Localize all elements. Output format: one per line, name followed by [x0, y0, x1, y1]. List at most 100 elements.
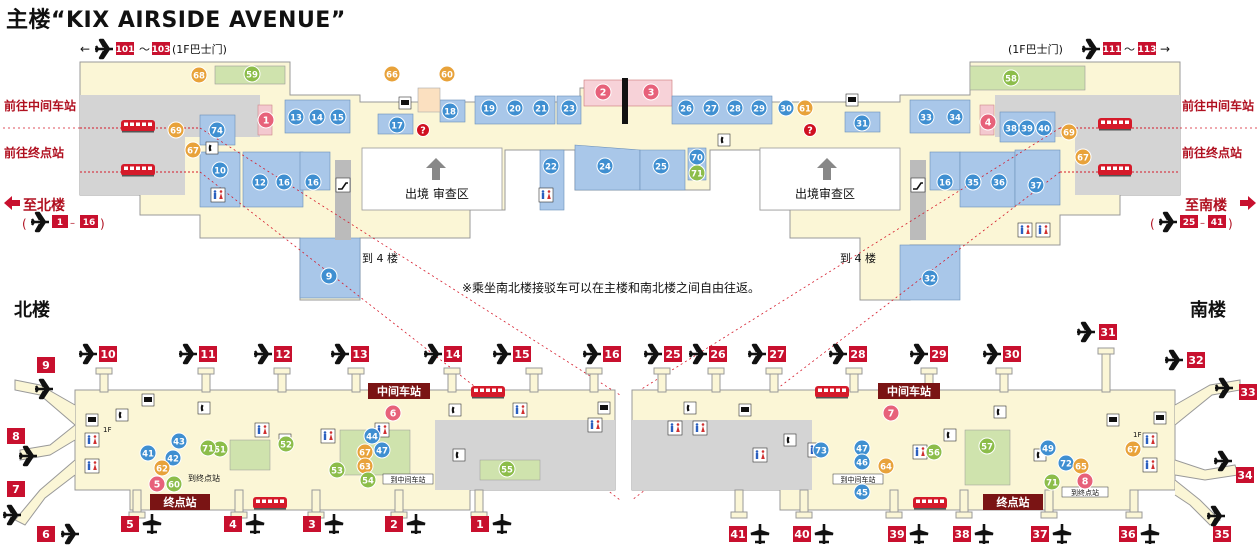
airplane-icon: [1075, 321, 1097, 343]
north-mid-station: 中间车站: [377, 384, 421, 398]
shop-pin-20: 20: [506, 99, 524, 117]
shop-pin-34: 34: [946, 108, 964, 126]
shop-pin-35: 35: [964, 173, 982, 191]
food-pin-67: 67: [1074, 148, 1092, 166]
svg-text:67: 67: [1127, 445, 1139, 455]
svg-text:62: 62: [156, 464, 168, 474]
gate-1: 1: [471, 512, 513, 536]
svg-text:38: 38: [954, 528, 969, 541]
svg-text:46: 46: [856, 458, 868, 468]
south-wing-title: 南楼: [1190, 299, 1226, 321]
svg-text:69: 69: [170, 126, 182, 136]
north-to-end: 到终点站: [188, 473, 220, 483]
service-pin-55: 55: [498, 460, 516, 478]
airplane-icon: [581, 343, 603, 365]
svg-text:〜: 〜: [139, 43, 150, 56]
question-icon: ?: [803, 123, 817, 137]
svg-text:2: 2: [390, 518, 398, 531]
svg-text:63: 63: [359, 462, 371, 472]
gate-8: 8: [7, 428, 39, 467]
shop-pin-25: 25: [652, 157, 670, 175]
airplane-icon: [1163, 349, 1185, 371]
service-pin-71: 71: [688, 164, 706, 182]
service-pin-56: 56: [925, 443, 943, 461]
shop-pin-46: 46: [853, 453, 871, 471]
svg-text:30: 30: [1004, 348, 1020, 361]
svg-text:69: 69: [1063, 128, 1075, 138]
svg-text:26: 26: [710, 348, 726, 361]
svg-text:43: 43: [173, 437, 185, 447]
info-pin-3: 3: [642, 83, 660, 101]
svg-text:71: 71: [691, 169, 703, 179]
gate-113: 113: [1138, 45, 1157, 55]
svg-text:(: (: [22, 217, 27, 231]
shop-pin-45: 45: [853, 483, 871, 501]
svg-text:67: 67: [187, 146, 199, 156]
svg-text:26: 26: [680, 104, 692, 114]
food-pin-69: 69: [1060, 123, 1078, 141]
gate-34: 34: [1212, 450, 1254, 483]
gate-103: 103: [152, 45, 171, 55]
shop-pin-24: 24: [596, 157, 614, 175]
svg-text:32: 32: [924, 274, 936, 284]
service-pin-51: 51: [211, 440, 229, 458]
shop-pin-28: 28: [726, 99, 744, 117]
gate-6: 6: [37, 523, 81, 545]
gate-38: 38: [953, 522, 995, 545]
svg-text:): ): [1228, 217, 1233, 231]
food-pin-61: 61: [796, 99, 814, 117]
airplane-icon: [749, 522, 771, 545]
svg-text:58: 58: [1005, 74, 1017, 84]
question-icon: ?: [416, 123, 430, 137]
svg-text:19: 19: [483, 104, 495, 114]
svg-text:〜: 〜: [1124, 43, 1135, 56]
north-floor: 1F: [103, 426, 111, 434]
info-pin-4: 4: [979, 113, 997, 131]
gate-10: 10: [77, 343, 117, 365]
gate-41: 41: [729, 522, 771, 545]
svg-text:14: 14: [445, 348, 461, 361]
svg-text:6: 6: [390, 408, 397, 419]
svg-text:36: 36: [993, 178, 1005, 188]
svg-text:33: 33: [920, 113, 932, 123]
svg-text:9: 9: [42, 359, 50, 372]
info-pin-1: 1: [257, 111, 275, 129]
svg-text:11: 11: [200, 348, 215, 361]
svg-text:47: 47: [856, 444, 868, 454]
airplane-icon: [59, 523, 81, 545]
gate-28: 28: [827, 343, 867, 365]
svg-text:1: 1: [263, 115, 270, 126]
gate-33: 33: [1213, 377, 1257, 400]
shop-pin-33: 33: [917, 108, 935, 126]
svg-text:55: 55: [501, 465, 513, 475]
gate-15: 15: [491, 343, 531, 365]
svg-text:44: 44: [366, 432, 378, 442]
airplane-icon: [252, 343, 274, 365]
svg-text:13: 13: [352, 348, 367, 361]
to-4f-right: 到 4 楼: [840, 251, 876, 265]
to-4f-left: 到 4 楼: [362, 251, 398, 265]
info-pin-2: 2: [594, 83, 612, 101]
shop-pin-27: 27: [702, 99, 720, 117]
svg-text:32: 32: [1188, 354, 1203, 367]
service-pin-71: 71: [199, 439, 217, 457]
to-mid-station-left: 前往中间车站: [4, 98, 76, 113]
svg-text:21: 21: [535, 104, 547, 114]
airplane-icon: [1139, 522, 1161, 545]
airplane-icon: [746, 343, 768, 365]
svg-text:60: 60: [168, 480, 180, 490]
airplane-icon: [177, 343, 199, 365]
svg-text:28: 28: [729, 104, 741, 114]
svg-text:59: 59: [246, 70, 258, 80]
page-title: 主楼“KIX AIRSIDE AVENUE”: [6, 8, 346, 33]
food-pin-65: 65: [1072, 457, 1090, 475]
airplane-icon: [491, 343, 513, 365]
service-pin-60: 60: [165, 475, 183, 493]
airplane-icon: [908, 343, 930, 365]
svg-text:57: 57: [981, 442, 993, 452]
shop-pin-18: 18: [441, 102, 459, 120]
svg-text:35: 35: [1214, 528, 1229, 541]
gate-111: 111: [1103, 45, 1122, 55]
